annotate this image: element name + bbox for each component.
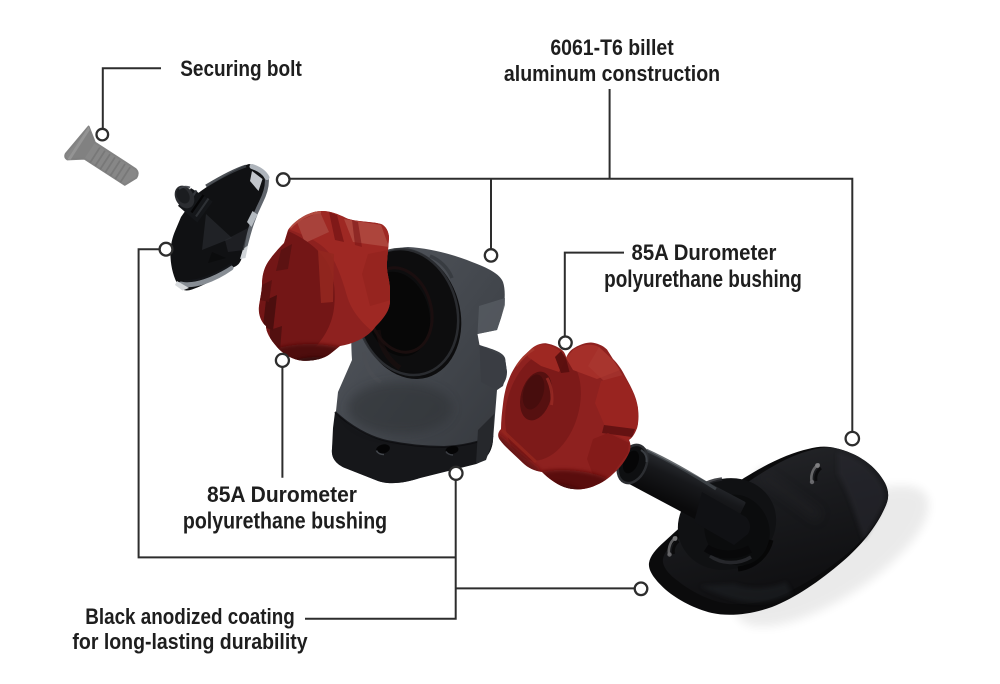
marker-bolt	[95, 127, 110, 142]
leader-coating	[137, 248, 635, 620]
label-billet-line2: aluminum construction	[503, 61, 720, 87]
base-bolt-hole	[809, 463, 822, 485]
part-securing-bolt	[64, 125, 139, 186]
base-pivot-pin	[616, 443, 752, 559]
cap-bracket-stud	[174, 185, 213, 223]
part-base-mount	[616, 443, 929, 627]
leader-securing-bolt	[101, 67, 161, 129]
label-bushing-left-line2: polyurethane bushing	[182, 507, 388, 533]
base-bolt-hole	[667, 536, 680, 557]
label-securing-bolt: Securing bolt	[180, 55, 302, 81]
label-billet-line1: 6061-T6 billet	[549, 34, 674, 60]
marker-bushing-right	[557, 335, 573, 351]
callout-markers	[95, 127, 861, 597]
label-bushing-right-line2: polyurethane bushing	[604, 266, 802, 293]
marker-base-left	[633, 581, 649, 597]
marker-bushing-left	[274, 352, 291, 369]
label-coating-line1: Black anodized coating	[85, 603, 295, 629]
marker-housing-bottom	[448, 465, 464, 481]
callout-lines	[101, 67, 854, 620]
label-bushing-left-line1: 85A Durometer	[206, 481, 357, 507]
marker-cap-left	[158, 241, 174, 257]
leader-billet	[289, 89, 854, 432]
marker-cap-top	[275, 172, 291, 188]
label-coating-line2: for long-lasting durability	[71, 628, 308, 654]
part-cap-bracket	[170, 164, 270, 291]
label-bushing-right-line1: 85A Durometer	[631, 239, 777, 265]
marker-base-top	[844, 430, 861, 447]
leader-bushing-right	[563, 251, 624, 337]
part-rear-bushing	[498, 342, 639, 490]
marker-housing-top	[483, 248, 499, 263]
